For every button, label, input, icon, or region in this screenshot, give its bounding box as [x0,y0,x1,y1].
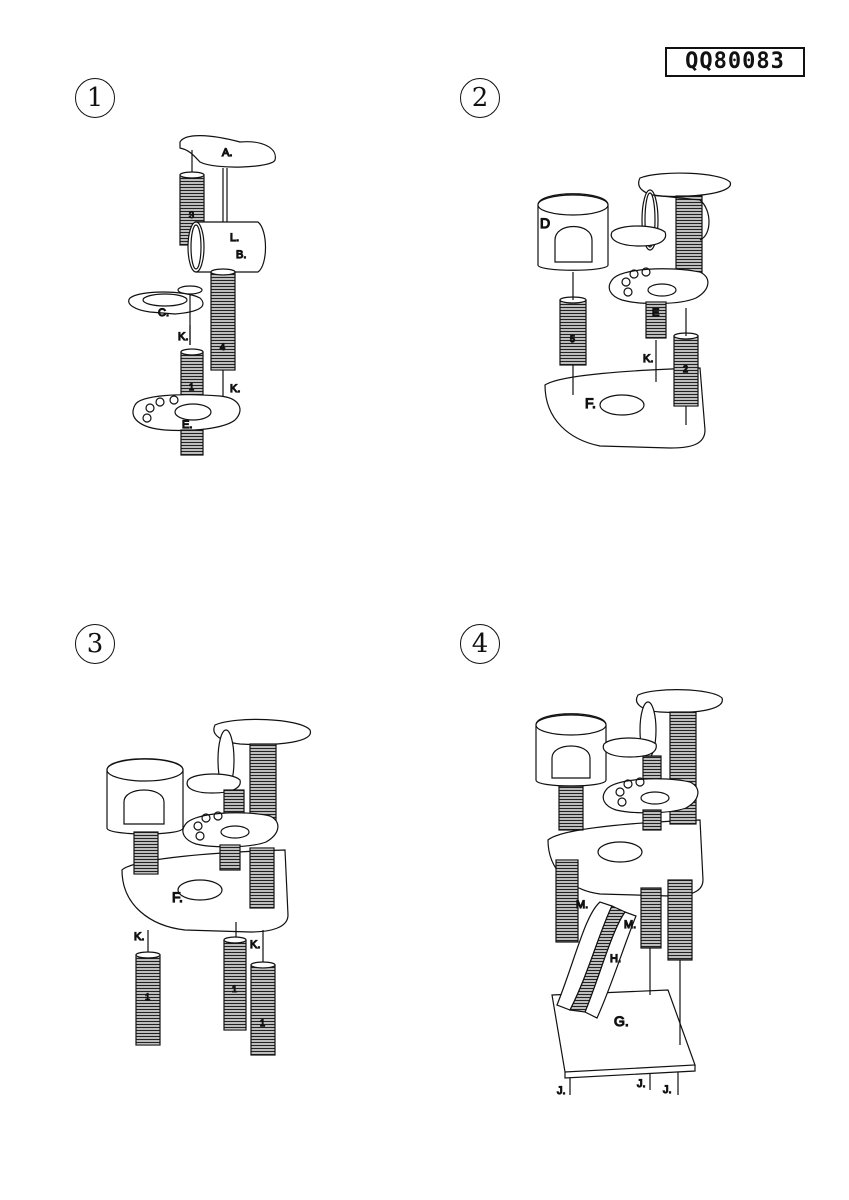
label-j3: J. [663,1084,672,1096]
label-l: L. [230,232,239,244]
label-k3b: K. [250,939,260,951]
post-number-1c: 1 [260,1018,265,1028]
label-h: H. [610,953,621,965]
step3-diagram [106,718,311,1056]
label-e: E. [182,419,192,431]
label-e2: E [652,307,659,319]
post-number-5: 5 [570,334,575,344]
paw-platform-e [132,394,241,432]
post-1c [250,964,276,1056]
platform-a [179,135,276,168]
step-number-3: 3 [75,624,115,664]
post-2 [673,335,699,407]
model-code: QQ80083 [665,47,805,77]
label-m2: M. [624,919,636,931]
label-k: K. [643,353,653,365]
step4-diagram [535,689,723,1095]
post-number-3: 3 [189,210,194,220]
label-k2: K. [230,383,240,395]
label-g: G. [614,1013,629,1029]
label-f3: F. [172,889,183,905]
label-k1: K. [178,331,188,343]
label-d: D [540,215,550,231]
post-number-1b: 1 [232,984,237,994]
step-number-1: 1 [75,78,115,118]
post-1a [135,954,161,1046]
label-b: B. [236,249,246,261]
post-4 [210,271,236,371]
label-a: A. [222,147,232,159]
post-number-4: 4 [220,342,225,352]
step-number-4: 4 [460,624,500,664]
post-number-1a: 1 [145,992,150,1002]
post-number-1: 1 [189,382,194,392]
post-5 [559,299,587,366]
base-f3 [121,849,289,933]
step1-diagram [128,135,276,456]
label-k3a: K. [134,931,144,943]
label-j1: J. [557,1085,566,1097]
step2-diagram [537,172,731,449]
label-c: C. [158,307,169,319]
post-number-2: 2 [683,364,688,374]
label-m1: M. [576,899,588,911]
tunnel-b [196,221,267,273]
base-f [544,367,706,449]
label-j2: J. [637,1078,646,1090]
label-f: F. [585,395,596,411]
step-number-2: 2 [460,78,500,118]
